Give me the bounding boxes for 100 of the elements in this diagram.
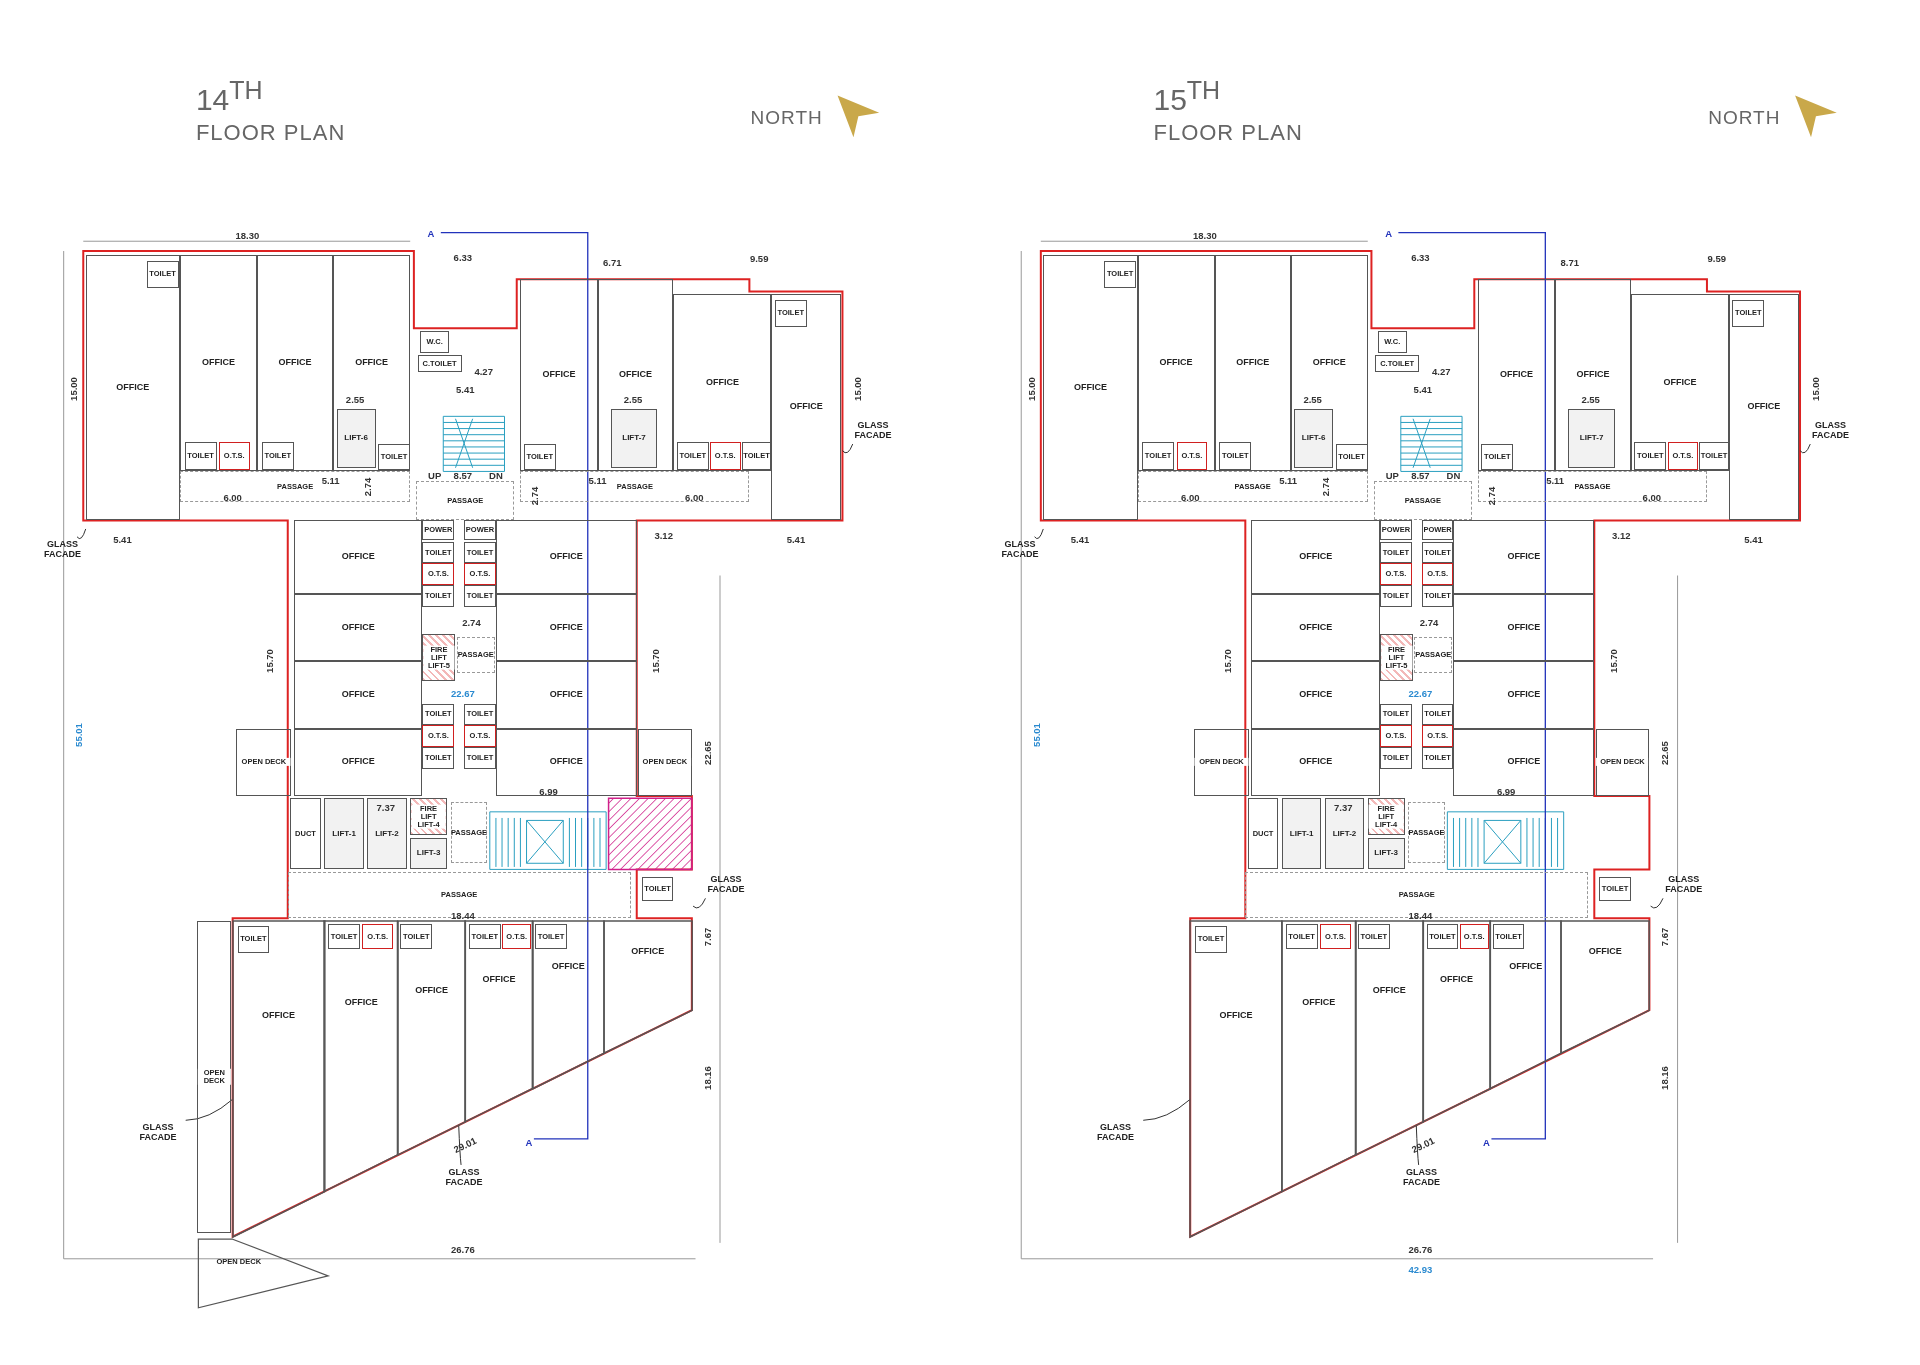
room-label: OFFICE <box>1440 974 1474 985</box>
dimension-label: 15.70 <box>649 649 661 674</box>
office-room: OFFICE <box>293 661 423 729</box>
dimension-label: 5.11 <box>1279 474 1298 486</box>
room-label: OFFICE <box>116 382 150 393</box>
office-room: OFFICE <box>293 593 423 662</box>
office-room <box>597 279 674 472</box>
dimension-label: 5.41 <box>113 533 132 545</box>
room-label: OFFICE <box>482 974 516 985</box>
office-room: OFFICE <box>495 593 637 662</box>
room-label: OFFICE <box>1500 370 1534 381</box>
office-room <box>532 920 604 1089</box>
dimension-label: 15.00 <box>1025 377 1037 402</box>
callout-text: GLASS FACADE <box>438 1166 490 1189</box>
dimension-label: 6.99 <box>539 785 558 797</box>
room-label: OFFICE <box>1159 358 1193 368</box>
lift-room: LIFT-3 <box>410 837 447 870</box>
room-label: OFFICE <box>1219 1010 1253 1021</box>
room-label: OFFICE <box>542 370 576 381</box>
dimension-label: 6.33 <box>453 251 473 263</box>
dimension-label: 2.74 <box>528 486 540 506</box>
dimension-label: 18.44 <box>450 909 475 921</box>
office-room <box>1214 254 1291 472</box>
office-room: OFFICE <box>495 661 637 729</box>
dimension-label: 22.65 <box>1658 741 1670 765</box>
dimension-label: 5.41 <box>456 383 475 395</box>
office-room: OFFICE <box>1561 920 1650 1054</box>
callout-text: GLASS FACADE <box>1089 1121 1142 1144</box>
dimension-label: 15.00 <box>851 377 863 402</box>
office-room <box>1490 920 1562 1089</box>
callout-text: GLASS FACADE <box>1657 874 1710 897</box>
dimension-label: 29.01 <box>1409 1134 1436 1156</box>
leader-line <box>1142 1098 1191 1121</box>
dimension-label: 4.27 <box>1432 365 1451 377</box>
room-label: OFFICE <box>262 1010 296 1021</box>
office-room: OFFICE <box>495 520 637 594</box>
dimension-label: 18.30 <box>1193 229 1217 241</box>
office-room: OFFICE <box>293 520 423 594</box>
leader-line <box>692 897 706 909</box>
floor-number: 15$^{TH}$ <box>1153 75 1221 117</box>
room-label: OFFICE <box>415 986 449 997</box>
dimension-label: 15.00 <box>67 377 79 402</box>
dimension-label: 5.11 <box>1546 474 1565 486</box>
callout-text: GLASS FACADE <box>700 874 752 897</box>
lift-room: LIFT-1 <box>324 798 364 870</box>
dimension-label: 2.74 <box>1485 486 1497 506</box>
leader-line <box>1799 443 1811 454</box>
dimension-label: 55.01 <box>1030 722 1042 747</box>
dimension-label: 2.55 <box>1581 393 1600 405</box>
dimension-label: 3.12 <box>1612 529 1631 541</box>
office-room: OFFICE <box>1251 661 1380 729</box>
stair-direction-label: DN <box>1446 469 1461 481</box>
office-room <box>771 293 842 521</box>
plan-title: FLOOR PLAN <box>1153 120 1303 146</box>
office-room <box>1137 254 1215 472</box>
section-mark: A <box>427 227 435 239</box>
dimension-label: 2.74 <box>1319 478 1331 497</box>
leader-line <box>1650 897 1664 909</box>
dimension-label: 15.70 <box>1221 649 1233 674</box>
office-room: OFFICE <box>1251 593 1380 662</box>
office-room <box>1477 279 1556 472</box>
room-label: OFFICE <box>355 358 389 368</box>
dimension-label: 42.93 <box>1408 1263 1433 1275</box>
dimension-label: 2.74 <box>1419 616 1439 628</box>
section-mark: A <box>1385 227 1392 239</box>
office-room <box>1422 920 1491 1122</box>
dimension-label: 7.37 <box>1334 801 1353 813</box>
plan-title: FLOOR PLAN <box>195 120 346 146</box>
room-label: OFFICE <box>1372 986 1406 997</box>
dimension-label: 2.55 <box>1303 393 1322 405</box>
dimension-label: 55.01 <box>72 722 84 747</box>
room-label: OFFICE <box>1236 358 1270 368</box>
dimension-label: 18.16 <box>1658 1065 1670 1090</box>
room-label: OFFICE <box>619 370 652 381</box>
dimension-label: 8.57 <box>1411 469 1430 481</box>
leader-line <box>1034 528 1044 540</box>
office-room: OFFICE <box>1453 593 1595 662</box>
lift-room: LIFT-7 <box>1568 408 1615 468</box>
office-room <box>1729 293 1799 521</box>
dimension-label: 6.99 <box>1496 785 1516 797</box>
room-label: OFFICE <box>789 402 823 413</box>
section-mark: A <box>1483 1136 1490 1148</box>
dimension-label: 5.11 <box>321 474 340 486</box>
dimension-label: 29.01 <box>452 1134 479 1156</box>
dimension-label: 18.30 <box>235 229 260 241</box>
office-room <box>1190 920 1283 1237</box>
lift-room: LIFT-6 <box>1294 408 1334 468</box>
room-label: OFFICE <box>202 358 236 368</box>
office-room: OFFICE <box>1453 661 1595 729</box>
section-mark: A <box>525 1136 533 1148</box>
office-room <box>1555 279 1631 472</box>
office-room <box>520 279 598 472</box>
room-label: OFFICE <box>705 377 739 388</box>
dimension-label: 6.00 <box>223 491 242 503</box>
dimension-label: 2.55 <box>345 393 365 405</box>
office-room <box>1631 293 1729 472</box>
dimension-label: 15.70 <box>263 649 275 674</box>
floor-number: 14$^{TH}$ <box>195 75 263 117</box>
room-label: OFFICE <box>344 997 378 1008</box>
dimension-label: 5.41 <box>1413 383 1433 395</box>
